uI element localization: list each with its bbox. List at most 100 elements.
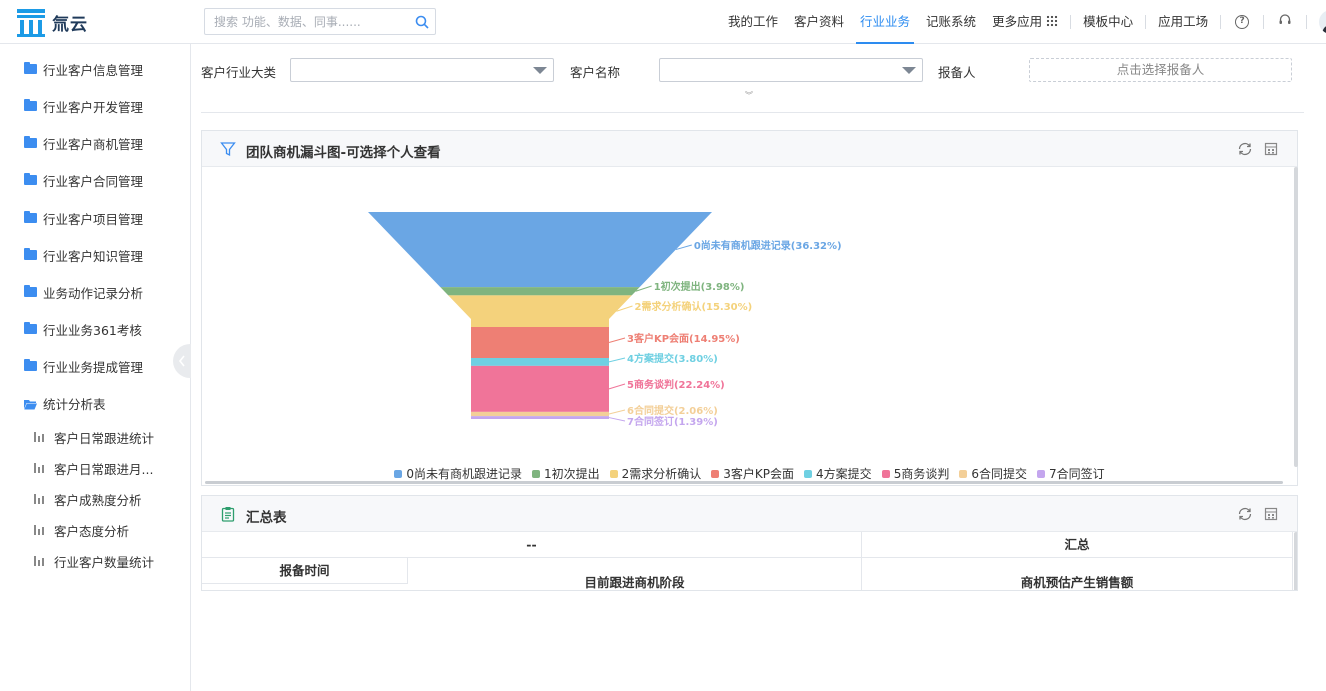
sidebar-item-361-review[interactable]: 行业业务361考核	[24, 319, 142, 339]
clipboard-icon	[220, 506, 236, 522]
legend-label: 5商务谈判	[893, 467, 950, 481]
bar-chart-icon	[34, 463, 46, 473]
nav-my-work[interactable]: 我的工作	[728, 14, 779, 29]
caret-down-icon	[902, 67, 916, 74]
grid-icon	[1046, 15, 1059, 27]
legend-item[interactable]: 4方案提交	[804, 465, 872, 482]
refresh-icon[interactable]	[1237, 506, 1253, 522]
folder-icon	[24, 173, 37, 185]
funnel-segment[interactable]	[471, 416, 609, 419]
legend-item[interactable]: 6合同提交	[959, 465, 1027, 482]
bar-chart-icon	[34, 556, 46, 566]
top-bar: 氚云 搜索 功能、数据、同事...... 我的工作 客户资料 行业业务 记账系统…	[0, 0, 1326, 44]
funnel-segment[interactable]	[471, 327, 609, 358]
industry-select[interactable]	[290, 58, 554, 82]
search-icon[interactable]	[408, 9, 435, 34]
funnel-segment[interactable]	[368, 212, 712, 288]
sidebar-item-customer-dev[interactable]: 行业客户开发管理	[24, 96, 143, 116]
funnel-segment[interactable]	[448, 295, 632, 328]
global-search[interactable]: 搜索 功能、数据、同事......	[204, 8, 436, 35]
legend-item[interactable]: 1初次提出	[532, 465, 600, 482]
sidebar-item-label: 行业客户商机管理	[43, 136, 144, 152]
table-column-header[interactable]: 商机预估产生销售额	[862, 558, 1293, 590]
sidebar-item-label: 行业客户信息管理	[43, 62, 144, 78]
legend-label: 4方案提交	[816, 467, 872, 481]
sidebar-item-action-analysis[interactable]: 业务动作记录分析	[24, 282, 143, 302]
legend-swatch	[959, 469, 968, 478]
legend-item[interactable]: 5商务谈判	[881, 465, 950, 482]
reporter-filter-label: 报备人	[938, 65, 976, 80]
funnel-segment[interactable]	[471, 357, 609, 366]
legend-swatch	[711, 469, 720, 478]
sidebar-item-project[interactable]: 行业客户项目管理	[24, 208, 143, 228]
nav-divider	[1263, 15, 1265, 29]
legend-swatch	[804, 469, 813, 478]
export-icon[interactable]	[1263, 141, 1279, 157]
nav-divider	[1070, 15, 1072, 29]
funnel-label-leader	[608, 409, 626, 415]
nav-template-center[interactable]: 模板中心	[1083, 14, 1134, 29]
funnel-chart: 0尚未有商机跟进记录(36.32%)1初次提出(3.98%)2需求分析确认(15…	[368, 212, 842, 428]
summary-panel-title: 汇总表	[246, 510, 287, 526]
sidebar-item-commission[interactable]: 行业业务提成管理	[24, 356, 143, 376]
sidebar-subitem-daily-followup[interactable]: 客户日常跟进统计	[34, 427, 154, 447]
funnel-panel-header: 团队商机漏斗图-可选择个人查看	[202, 131, 1297, 167]
export-icon[interactable]	[1263, 506, 1279, 522]
folder-icon	[24, 285, 37, 297]
sidebar-item-knowledge[interactable]: 行业客户知识管理	[24, 245, 143, 265]
nav-accounting[interactable]: 记账系统	[926, 14, 977, 29]
sidebar-item-contract[interactable]: 行业客户合同管理	[24, 170, 143, 190]
user-avatar[interactable]	[1319, 10, 1326, 34]
legend-item[interactable]: 7合同签订	[1036, 465, 1105, 482]
folder-icon	[24, 99, 37, 111]
sidebar-item-label: 行业客户合同管理	[43, 173, 144, 189]
sidebar-item-opportunity[interactable]: 行业客户商机管理	[24, 133, 143, 153]
funnel-segment[interactable]	[471, 365, 609, 412]
search-input[interactable]: 搜索 功能、数据、同事......	[214, 15, 361, 29]
bar-chart-icon	[34, 525, 46, 535]
folder-icon	[24, 62, 37, 74]
legend-label: 3客户KP会面	[723, 467, 795, 481]
legend-swatch	[394, 469, 403, 478]
vertical-scrollbar[interactable]	[1294, 167, 1298, 467]
legend-item[interactable]: 3客户KP会面	[711, 465, 794, 482]
sidebar-subitem-label: 客户日常跟进月...	[54, 461, 154, 477]
sidebar-item-label: 行业业务361考核	[43, 322, 142, 338]
sidebar-subitem-customer-count[interactable]: 行业客户数量统计	[34, 551, 154, 571]
sidebar-item-customer-info[interactable]: 行业客户信息管理	[24, 59, 143, 79]
sidebar-item-label: 业务动作记录分析	[43, 285, 144, 301]
legend-item[interactable]: 2需求分析确认	[609, 465, 701, 482]
help-icon[interactable]: ?	[1235, 15, 1250, 29]
horizontal-scrollbar[interactable]	[205, 481, 1283, 484]
nav-divider	[1306, 15, 1308, 29]
sidebar-subitem-maturity[interactable]: 客户成熟度分析	[34, 489, 142, 509]
sidebar-collapse-button[interactable]	[173, 344, 191, 378]
vertical-scrollbar[interactable]	[1294, 532, 1297, 590]
sidebar-group-statistics[interactable]: 统计分析表	[24, 393, 106, 413]
nav-customer-data[interactable]: 客户资料	[794, 14, 845, 29]
funnel-data-label: 7合同签订(1.39%)	[627, 415, 718, 428]
nav-app-factory[interactable]: 应用工场	[1158, 14, 1209, 29]
folder-open-icon	[24, 398, 37, 410]
logo[interactable]: 氚云	[16, 7, 88, 37]
customer-select[interactable]	[659, 58, 923, 82]
funnel-segment[interactable]	[440, 287, 640, 296]
sidebar-subitem-label: 客户日常跟进统计	[54, 430, 155, 446]
legend-item[interactable]: 0尚未有商机跟进记录	[394, 465, 522, 482]
nav-more-apps[interactable]: 更多应用	[984, 0, 1066, 44]
headset-icon[interactable]	[1278, 13, 1292, 31]
funnel-label-leader	[608, 383, 626, 390]
table-column-header[interactable]: 报备时间	[202, 558, 408, 584]
expand-filters-icon[interactable]: ︾	[745, 91, 753, 100]
sidebar-subitem-label: 客户成熟度分析	[54, 492, 142, 508]
refresh-icon[interactable]	[1237, 141, 1253, 157]
funnel-data-label: 3客户KP会面(14.95%)	[627, 332, 740, 345]
sidebar-subitem-attitude[interactable]: 客户态度分析	[34, 520, 129, 540]
legend-swatch	[609, 469, 618, 478]
table-column-header[interactable]: 目前跟进商机阶段	[408, 558, 862, 590]
reporter-picker[interactable]: 点击选择报备人	[1029, 58, 1292, 82]
folder-icon	[24, 248, 37, 260]
funnel-segment[interactable]	[471, 411, 609, 417]
sidebar-subitem-monthly-followup[interactable]: 客户日常跟进月...	[34, 458, 153, 478]
nav-industry-business[interactable]: 行业业务	[852, 0, 918, 44]
